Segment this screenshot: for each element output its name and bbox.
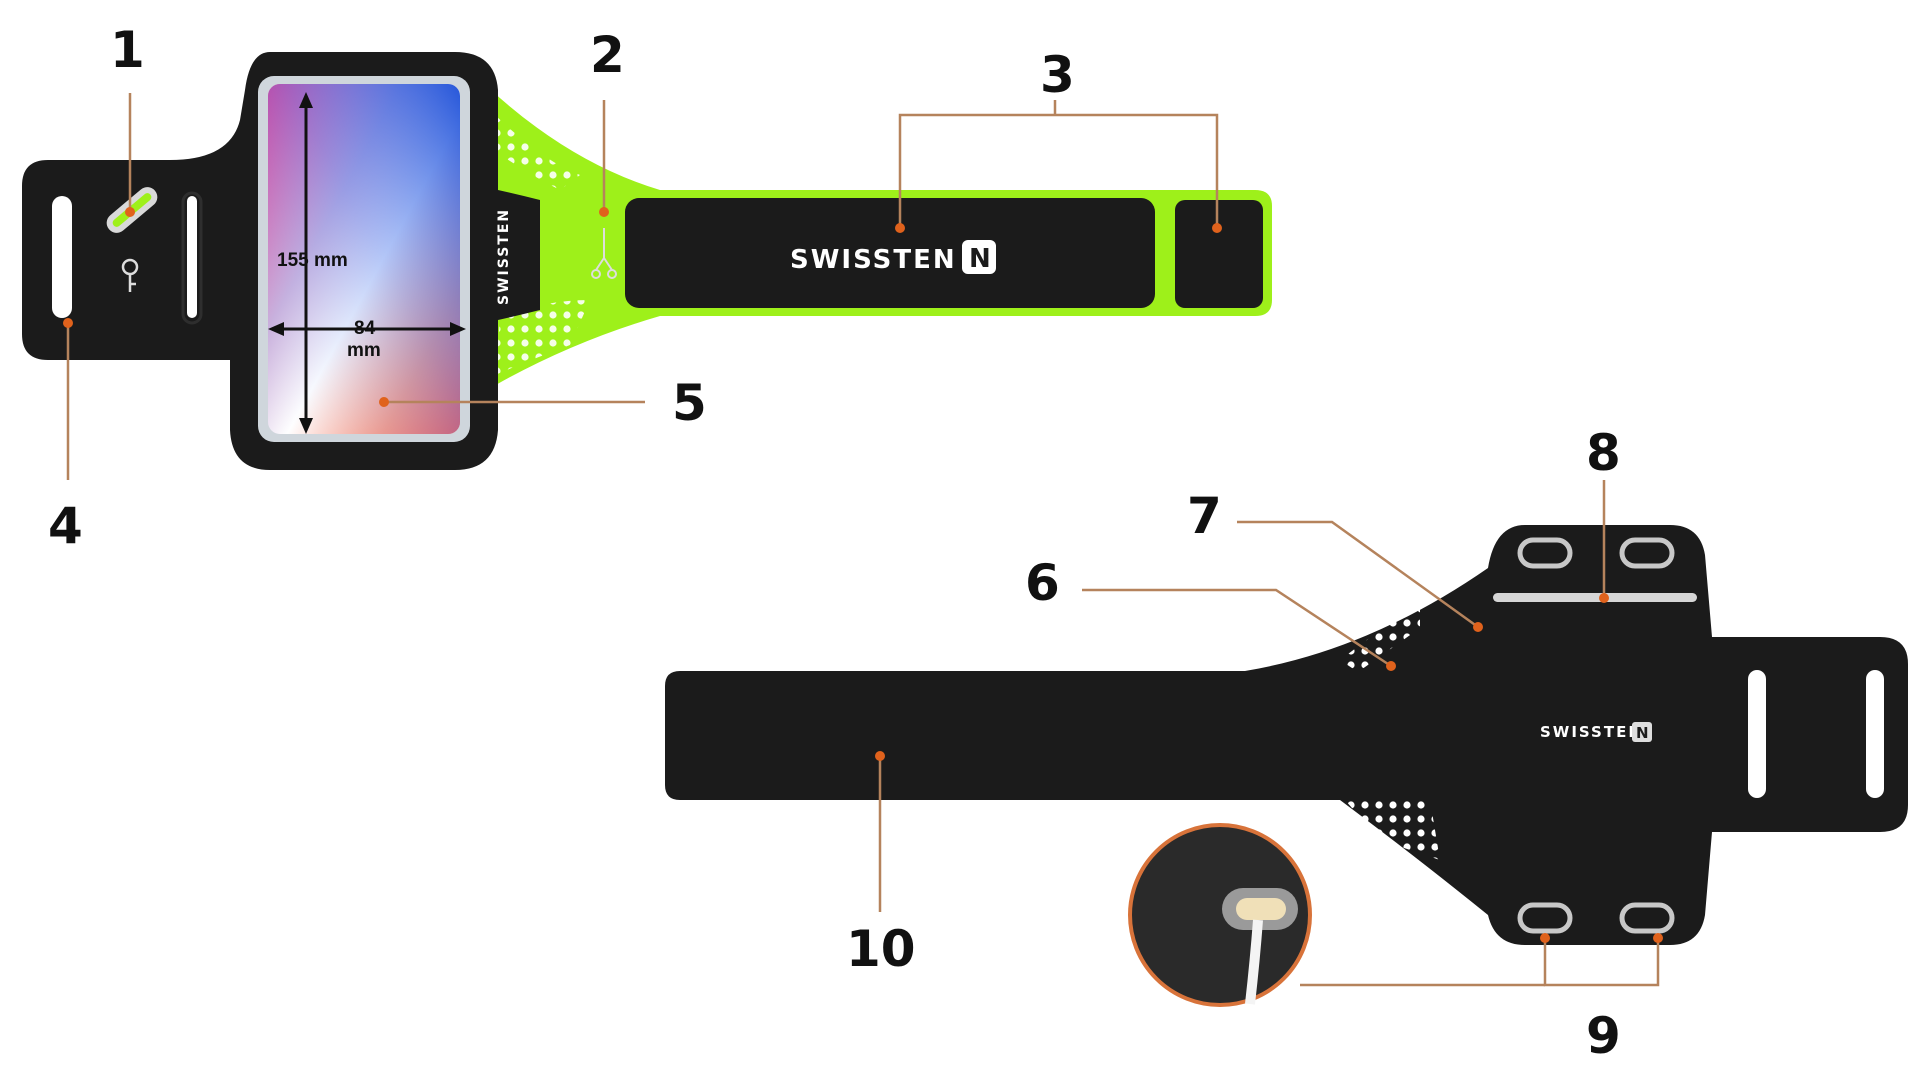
belt-slot-left — [52, 196, 72, 318]
callout-3: 3 — [1040, 46, 1075, 104]
callout-4: 4 — [48, 497, 83, 555]
strap-brand-mark: N — [969, 244, 991, 274]
key-icon — [121, 258, 139, 292]
back-view: SWISSTEN N — [665, 525, 1908, 1007]
perforation-bottom-back — [1345, 800, 1440, 860]
perforation-top-back — [1340, 600, 1420, 672]
strap-brand-text: SWISSTEN — [790, 245, 957, 275]
callout-6: 6 — [1025, 554, 1060, 612]
back-brand-text: SWISSTEN — [1540, 723, 1643, 741]
back-brand-mark: N — [1636, 724, 1649, 742]
zoom-inset — [1128, 823, 1312, 1007]
callout-2: 2 — [590, 26, 625, 84]
width-unit: mm — [347, 340, 381, 361]
width-value: 84 — [354, 318, 376, 339]
callout-10: 10 — [846, 920, 916, 978]
velcro-tab — [1175, 200, 1263, 308]
velcro-strap — [625, 198, 1155, 308]
callout-8: 8 — [1586, 424, 1621, 482]
callout-5: 5 — [672, 374, 707, 432]
side-brand-text: SWISSTEN — [496, 208, 512, 305]
opening-bottom-right — [1619, 902, 1675, 934]
strap-logo: SWISSTEN N — [790, 240, 996, 275]
front-view: 155 mm 84 mm SWISSTEN — [22, 52, 1272, 470]
perforation-bottom-front — [495, 300, 590, 375]
back-slot-right — [1866, 670, 1884, 798]
height-dimension: 155 mm — [277, 92, 348, 434]
earphone-icon — [591, 228, 617, 279]
callout-numbers: 1 2 3 4 5 6 7 8 9 10 — [48, 21, 1621, 1065]
width-dimension: 84 mm — [268, 318, 466, 361]
opening-top-right — [1619, 537, 1675, 569]
back-body — [665, 525, 1908, 945]
callout-9: 9 — [1586, 1007, 1621, 1065]
callout-leaders — [63, 93, 1663, 987]
perforation-top-front — [480, 110, 580, 190]
opening-top-left — [1517, 537, 1573, 569]
back-slot-left — [1748, 670, 1766, 798]
callout-1: 1 — [110, 21, 145, 79]
height-label: 155 mm — [277, 250, 348, 271]
opening-bottom-left — [1517, 902, 1573, 934]
callout-7: 7 — [1187, 487, 1222, 545]
back-slit — [1493, 593, 1697, 602]
back-logo: SWISSTEN N — [1540, 722, 1652, 742]
